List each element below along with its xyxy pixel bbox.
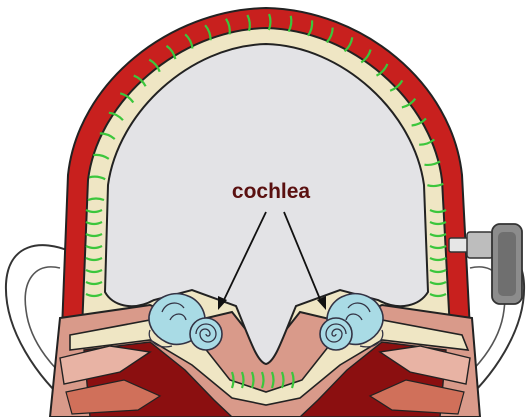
cochlea-label: cochlea (232, 180, 311, 203)
